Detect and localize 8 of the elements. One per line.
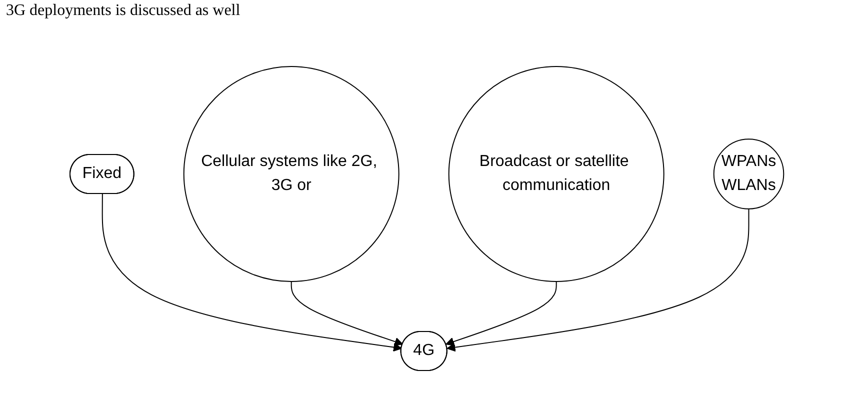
note-text: 3G deployments is discussed as well bbox=[6, 2, 240, 19]
node-circle: Cellular systems like 2G, 3G or bbox=[183, 66, 400, 282]
arrow bbox=[446, 208, 749, 352]
node-circle: WPANs WLANs bbox=[713, 138, 784, 210]
arrow bbox=[445, 281, 557, 346]
arrow bbox=[290, 281, 403, 346]
arrow bbox=[102, 194, 402, 352]
node-circle: Broadcast or satellite communication bbox=[448, 66, 664, 282]
